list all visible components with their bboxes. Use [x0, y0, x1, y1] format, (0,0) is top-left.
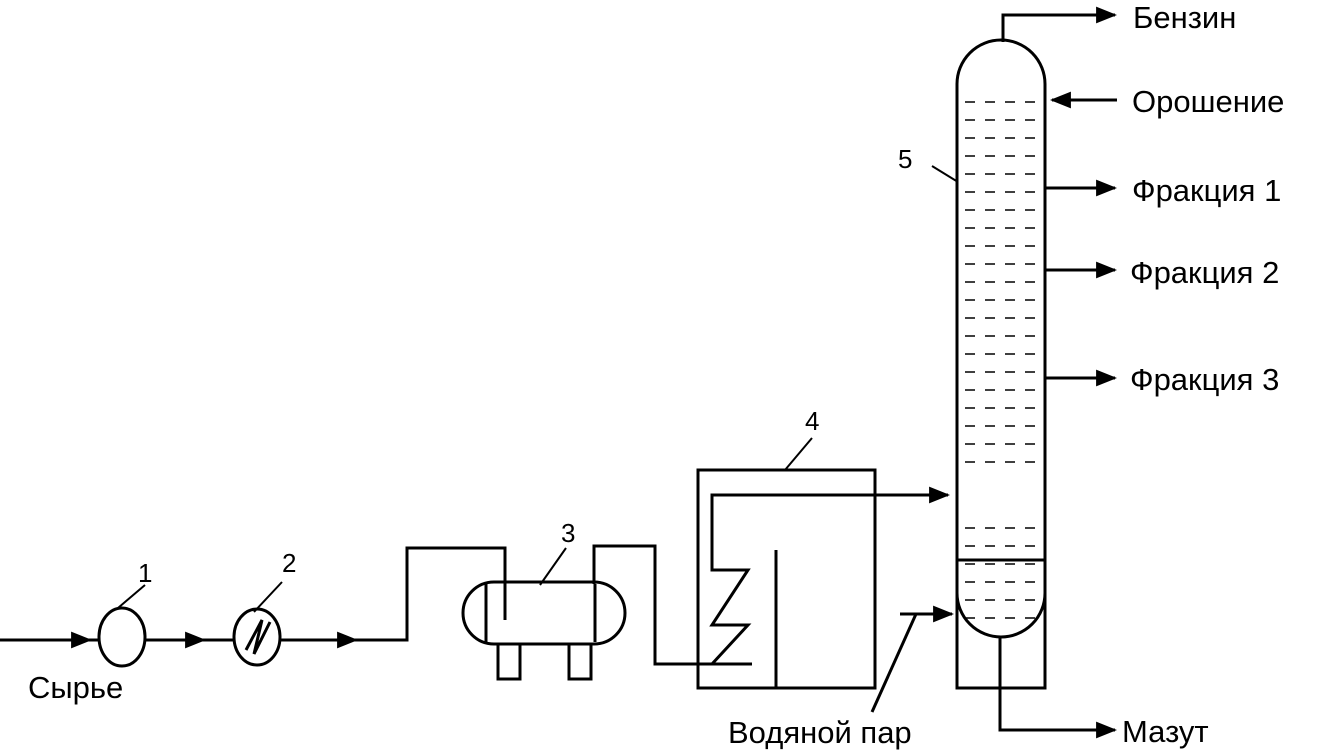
pump-number: 1	[138, 558, 153, 588]
gasoline-line	[1001, 6, 1118, 42]
fraction2-label: Фракция 2	[1130, 255, 1280, 290]
separator-leg-right	[567, 642, 593, 681]
reflux-label: Орошение	[1132, 84, 1285, 119]
fraction3-label: Фракция 3	[1130, 362, 1280, 397]
fuel-oil-line	[998, 637, 1118, 739]
furnace-coil	[708, 493, 948, 666]
heat-exchanger-number: 2	[282, 548, 297, 578]
column-5	[955, 38, 1047, 639]
separator-3	[461, 580, 627, 646]
column-number: 5	[898, 144, 913, 174]
line-separator-furnace	[592, 544, 752, 666]
pump-1	[97, 606, 147, 668]
feed-label: Сырье	[28, 670, 124, 705]
line-hx-separator	[280, 546, 507, 642]
fraction1-label: Фракция 1	[1132, 173, 1282, 208]
fuel-oil-label: Мазут	[1122, 714, 1209, 749]
separator-leg-left	[496, 642, 522, 681]
steam-leader	[870, 613, 918, 713]
separator-number: 3	[561, 518, 576, 548]
steam-label: Водяной пар	[728, 715, 912, 750]
gasoline-label: Бензин	[1133, 0, 1237, 35]
column-trays	[965, 101, 1040, 619]
furnace-4	[696, 468, 877, 690]
heat-exchanger-zigzag	[244, 619, 272, 655]
furnace-number: 4	[805, 406, 820, 436]
